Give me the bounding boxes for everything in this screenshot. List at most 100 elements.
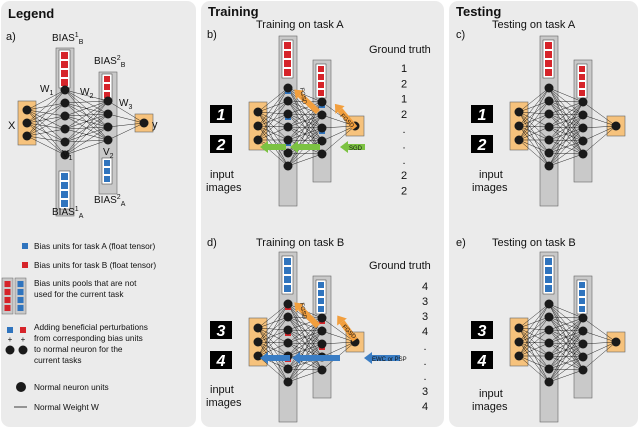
legend-weight-link	[107, 113, 145, 124]
weight-link	[257, 327, 289, 370]
weight-link	[548, 369, 584, 383]
weight-link	[287, 343, 323, 383]
hidden2-neuron	[578, 365, 588, 375]
weight-link	[518, 341, 550, 357]
weight-link	[257, 327, 289, 357]
weight-link	[257, 100, 289, 113]
hidden2-neuron	[578, 339, 588, 349]
fgsd-label: FGSD	[298, 87, 307, 105]
weight-link	[321, 341, 356, 358]
legend-bias-a1-unit	[61, 182, 68, 189]
bias-pool-top-1-unit	[284, 267, 291, 274]
bias-pool-top-2-unit	[318, 298, 324, 304]
hidden1-neuron	[544, 338, 554, 348]
weight-link	[321, 330, 356, 343]
weight-link	[518, 111, 550, 128]
weight-link	[548, 101, 584, 128]
legend-panel	[1, 1, 196, 427]
legend-bias-b2-unit	[104, 92, 110, 98]
ground-truth-value: .	[402, 140, 405, 152]
weight-link	[548, 101, 584, 141]
w2-label: W2	[80, 87, 93, 100]
weight-link	[257, 125, 289, 128]
legend-network-labels: BIAS1B BIAS2B BIAS1A BIAS2A W1 W2 W3 V1 …	[8, 32, 158, 220]
ground-truth-value: 2	[401, 109, 407, 121]
weight-link	[287, 101, 323, 128]
tag-e: e)	[456, 237, 466, 249]
perturbation-icon: ++	[5, 327, 28, 355]
bias-pool-top-1-unit	[284, 69, 291, 76]
legend-bias-b1-unit	[61, 52, 68, 59]
weight-link	[287, 87, 323, 103]
weight-link	[257, 303, 289, 329]
weight-link	[518, 111, 550, 167]
legend-weight-link	[64, 100, 109, 104]
bias-pool-top-1-unit	[545, 51, 552, 58]
inputs-label-e-1: input	[479, 388, 503, 400]
legend-blue-bias-text: Bias units for task A (float tensor)	[34, 241, 156, 251]
weight-link	[548, 356, 584, 383]
weight-link	[257, 139, 289, 167]
neuron-swatch	[16, 382, 26, 392]
output-neuron	[611, 337, 621, 347]
weight-link	[548, 101, 584, 154]
legend-weight-link	[26, 89, 66, 111]
weight-link	[518, 125, 550, 167]
legend-perturb-text-2: from corresponding bias units	[34, 333, 143, 343]
legend-weight-link	[64, 89, 109, 102]
legend-input-neuron	[22, 131, 32, 141]
bias-pools-icon	[1, 277, 27, 315]
network-testing-a: 12	[471, 35, 626, 207]
ground-truth-value: 4	[422, 326, 428, 338]
weight-link	[257, 341, 289, 344]
hidden2-neuron	[317, 339, 327, 349]
ground-truth-value: .	[423, 371, 426, 383]
bias-pool-top-1-unit	[545, 258, 552, 265]
legend-weight-link	[26, 135, 66, 143]
bias-pool-top-1-unit	[284, 276, 291, 283]
weight-link	[287, 317, 323, 383]
weight-link	[257, 341, 289, 357]
input-image-2-digit: 2	[477, 137, 487, 154]
pool-unit-blue	[17, 281, 24, 287]
bias-pool-top-1-frame	[542, 39, 555, 79]
ground-truth-value: 4	[422, 401, 428, 413]
bias-pool-top-2-unit	[579, 290, 585, 296]
backprop-arrow-head	[290, 141, 298, 153]
hidden1-neuron	[283, 96, 293, 106]
weight-link	[257, 355, 289, 383]
bias-pool-top-1-unit	[545, 276, 552, 283]
weight-link	[321, 125, 356, 155]
network-testing-b: 34	[471, 251, 626, 423]
weight-link	[518, 113, 550, 141]
weight-link	[257, 111, 289, 128]
ground-truth-value: 2	[401, 185, 407, 197]
bias-pool-top-1-unit	[545, 42, 552, 49]
weight-link	[518, 327, 550, 370]
bias-pool-top-1-frame	[542, 255, 555, 295]
ground-truth-value: 3	[422, 386, 428, 398]
weight-link	[257, 329, 289, 343]
bias-pool-top-1-frame	[281, 255, 294, 295]
pool-unit-red	[4, 281, 11, 287]
weight-link	[548, 316, 584, 319]
weight-link	[518, 87, 550, 113]
legend-bias-a2-unit	[104, 160, 110, 166]
bias-b1-label: BIAS1B	[52, 32, 84, 46]
weight-link	[518, 139, 550, 167]
weight-link	[518, 355, 550, 383]
testing-title: Testing	[456, 4, 501, 19]
hidden2-neuron	[578, 136, 588, 146]
weight-link	[548, 317, 584, 331]
inputs-label-b-1: input	[210, 169, 234, 181]
input-image-2-bg	[210, 351, 232, 369]
weight-link	[287, 114, 323, 167]
hidden2-neuron	[578, 110, 588, 120]
input-neuron	[253, 135, 263, 145]
legend-perturb-text-3: to normal neuron for the	[34, 344, 123, 354]
fgsd-label: FGSD	[298, 302, 307, 320]
weight-link	[548, 100, 584, 103]
red-bias-swatch	[22, 262, 28, 268]
